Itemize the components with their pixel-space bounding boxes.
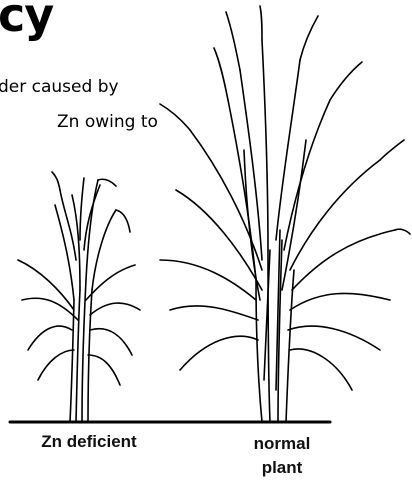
caption-normal-line1: normal	[224, 432, 340, 456]
caption-normal-plant: normal plant	[224, 432, 340, 480]
normal-plant	[160, 6, 410, 422]
caption-normal-line2: plant	[224, 456, 340, 480]
caption-zn-deficient: Zn deficient	[14, 432, 164, 452]
zn-deficient-plant	[18, 172, 140, 422]
